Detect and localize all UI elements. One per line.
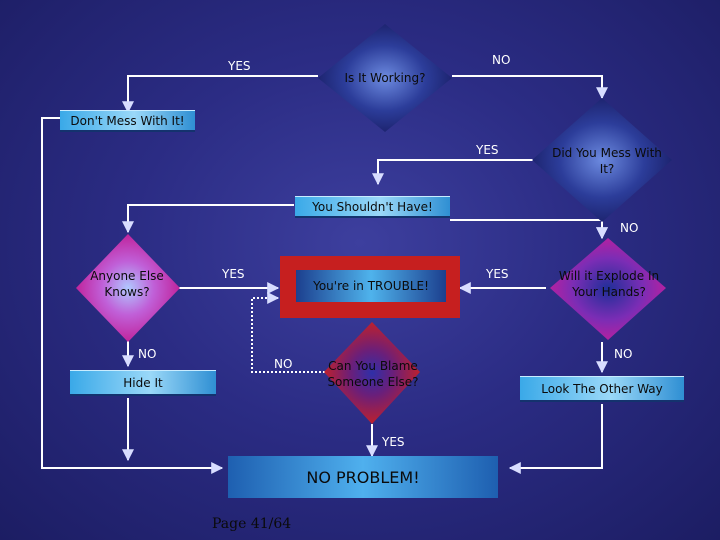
edge-working-no bbox=[452, 75, 608, 100]
label-mess-yes: YES bbox=[476, 143, 499, 157]
label-mess-no: NO bbox=[620, 221, 639, 235]
box-hide-it: Hide It bbox=[70, 370, 216, 396]
box-dont-mess: Don't Mess With It! bbox=[60, 110, 195, 132]
label-explode-yes: YES bbox=[486, 267, 509, 281]
node-no-problem: NO PROBLEM! bbox=[306, 467, 420, 487]
node-can-you-blame: Can You Blame Someone Else? bbox=[327, 359, 419, 389]
edge-blame-no bbox=[251, 292, 325, 373]
node-hide-it: Hide It bbox=[123, 375, 163, 390]
diamond-anyone-else bbox=[76, 234, 180, 342]
box-look-other-way: Look The Other Way bbox=[520, 376, 684, 402]
edge-working-yes bbox=[122, 75, 318, 114]
box-you-shouldnt: You Shouldn't Have! bbox=[295, 196, 450, 218]
label-anyone-yes: YES bbox=[222, 267, 245, 281]
node-did-you-mess: Did You Mess With It? bbox=[552, 146, 662, 176]
box-no-problem: NO PROBLEM! bbox=[228, 456, 498, 498]
edge-look-to-problem bbox=[508, 404, 603, 474]
diamond-can-you-blame bbox=[324, 322, 420, 424]
node-look-other-way: Look The Other Way bbox=[541, 381, 663, 396]
edge-shouldnt-to-anyone bbox=[122, 204, 294, 234]
label-anyone-no: NO bbox=[138, 347, 157, 361]
node-will-it-explode: Will it Explode In Your Hands? bbox=[558, 269, 660, 299]
node-anyone-else: Anyone Else Knows? bbox=[90, 269, 164, 299]
page-number: Page 41/64 bbox=[212, 516, 292, 532]
node-dont-mess: Don't Mess With It! bbox=[70, 113, 185, 128]
node-is-it-working: Is It Working? bbox=[344, 71, 426, 85]
edge-dont-mess-to-no-problem bbox=[41, 117, 224, 474]
diamond-is-it-working bbox=[318, 24, 452, 132]
label-explode-no: NO bbox=[614, 347, 633, 361]
label-working-yes: YES bbox=[228, 59, 251, 73]
label-blame-no: NO bbox=[274, 357, 293, 371]
box-trouble-inner: You're in TROUBLE! bbox=[296, 270, 446, 302]
node-youre-in-trouble: You're in TROUBLE! bbox=[313, 279, 429, 293]
label-working-no: NO bbox=[492, 53, 511, 67]
edge-mess-yes bbox=[372, 159, 540, 186]
label-blame-yes: YES bbox=[382, 435, 405, 449]
diamond-did-you-mess bbox=[532, 98, 672, 222]
connector-lines bbox=[41, 75, 608, 474]
node-you-shouldnt: You Shouldn't Have! bbox=[312, 199, 433, 214]
diamond-will-it-explode bbox=[550, 238, 666, 340]
